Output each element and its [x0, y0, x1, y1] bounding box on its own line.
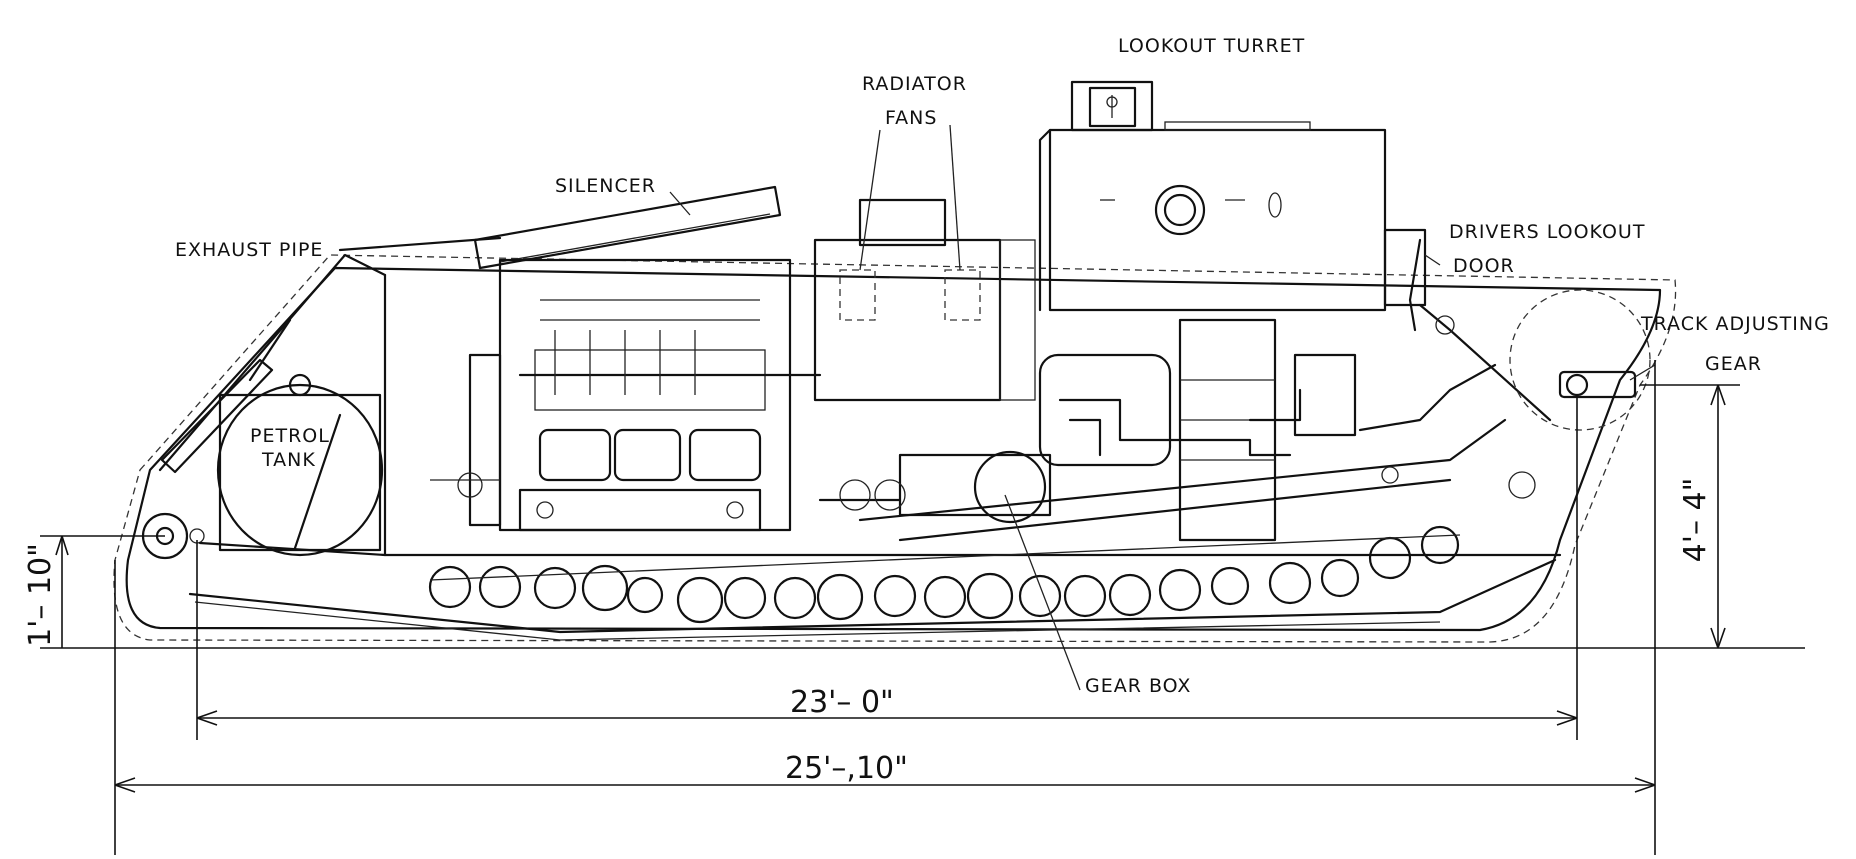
label-door: DOOR: [1453, 255, 1515, 277]
label-drivers-lookout: DRIVERS LOOKOUT: [1449, 221, 1645, 243]
label-silencer: SILENCER: [555, 175, 656, 197]
front-gear-assembly: [430, 353, 502, 527]
dimension-lines: [40, 360, 1805, 855]
exhaust-pipe: [160, 318, 292, 474]
dim-overall-length: 25'–,10": [785, 751, 908, 786]
lookout-turret: [1070, 80, 1311, 132]
label-petrol: PETROL: [250, 425, 330, 447]
label-radiator: RADIATOR: [862, 73, 967, 95]
track-adjusting-gear: [1508, 370, 1637, 499]
label-exhaust-pipe: EXHAUST PIPE: [175, 239, 323, 261]
leader-lines: [669, 124, 1656, 691]
dim-height: 4'– 4": [1678, 478, 1713, 563]
dim-hull-length: 23'– 0": [790, 685, 894, 720]
silencer: [473, 185, 782, 270]
drivers-door-structure: [1408, 238, 1552, 422]
cab: [1038, 128, 1427, 312]
dim-ground-clearance: 1'– 10": [23, 543, 58, 647]
road-wheels: [428, 525, 1461, 624]
label-gear: GEAR: [1705, 353, 1762, 375]
label-lookout-turret: LOOKOUT TURRET: [1118, 35, 1305, 57]
label-tank: TANK: [261, 449, 316, 471]
radiator: [813, 198, 1036, 402]
gear-box: [818, 450, 1052, 524]
label-gear-box: GEAR BOX: [1085, 675, 1191, 697]
petrol-tank: [216, 373, 384, 557]
transmission-piping: [858, 318, 1507, 542]
engine: [498, 258, 822, 532]
track-outline: [113, 254, 1677, 643]
label-track-adjusting: TRACK ADJUSTING: [1640, 313, 1830, 335]
rear-sprocket: [1509, 289, 1651, 431]
label-fans: FANS: [885, 107, 937, 129]
